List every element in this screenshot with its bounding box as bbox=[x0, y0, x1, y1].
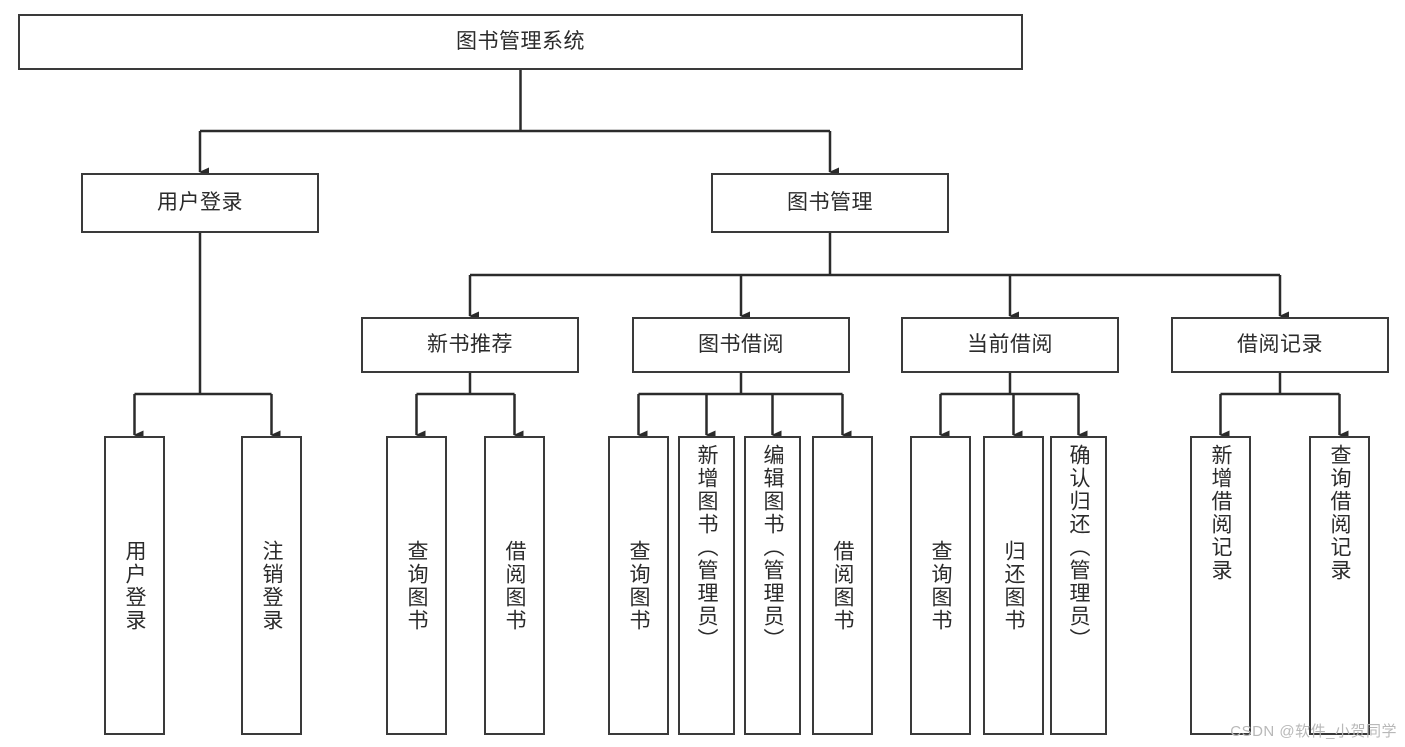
node-label: 用户登录 bbox=[123, 539, 146, 632]
node-leaf-user-login[interactable]: 用户登录 bbox=[104, 436, 165, 735]
node-leaf-borrow-query[interactable]: 查询图书 bbox=[608, 436, 669, 735]
node-label: 查询图书 bbox=[627, 539, 650, 632]
node-label: 用户登录 bbox=[157, 190, 243, 214]
node-label: 查询图书 bbox=[405, 539, 428, 632]
node-root[interactable]: 图书管理系统 bbox=[18, 14, 1023, 70]
node-leaf-rec-add[interactable]: 新增借阅记录 bbox=[1190, 436, 1251, 735]
node-leaf-cur-query[interactable]: 查询图书 bbox=[910, 436, 971, 735]
node-label: 借阅图书 bbox=[831, 539, 854, 632]
node-label: 查询图书 bbox=[929, 539, 952, 632]
node-book-borrow[interactable]: 图书借阅 bbox=[632, 317, 850, 373]
node-label: 新增借阅记录 bbox=[1209, 444, 1232, 582]
edges bbox=[133, 70, 1349, 440]
node-label: 查询借阅记录 bbox=[1328, 444, 1351, 582]
node-label: 新书推荐 bbox=[427, 332, 513, 356]
node-label: 图书借阅 bbox=[698, 332, 784, 356]
node-label: 确认归还（管理员） bbox=[1067, 444, 1090, 651]
node-label: 新增图书（管理员） bbox=[695, 444, 718, 651]
node-leaf-rec-borrow[interactable]: 借阅图书 bbox=[484, 436, 545, 735]
watermark: CSDN @软件_小贺同学 bbox=[1230, 723, 1397, 740]
node-leaf-borrow-add[interactable]: 新增图书（管理员） bbox=[678, 436, 735, 735]
node-borrow-record[interactable]: 借阅记录 bbox=[1171, 317, 1389, 373]
node-label: 当前借阅 bbox=[967, 332, 1053, 356]
node-leaf-rec-query2[interactable]: 查询借阅记录 bbox=[1309, 436, 1370, 735]
node-leaf-rec-query[interactable]: 查询图书 bbox=[386, 436, 447, 735]
node-label: 图书管理 bbox=[787, 190, 873, 214]
node-label: 注销登录 bbox=[260, 539, 283, 632]
node-new-book-rec[interactable]: 新书推荐 bbox=[361, 317, 579, 373]
node-leaf-cur-confirm[interactable]: 确认归还（管理员） bbox=[1050, 436, 1107, 735]
node-current-borrow[interactable]: 当前借阅 bbox=[901, 317, 1119, 373]
node-user-login[interactable]: 用户登录 bbox=[81, 173, 319, 233]
node-leaf-borrow-lend[interactable]: 借阅图书 bbox=[812, 436, 873, 735]
node-leaf-borrow-edit[interactable]: 编辑图书（管理员） bbox=[744, 436, 801, 735]
node-label: 借阅图书 bbox=[503, 539, 526, 632]
node-book-manage[interactable]: 图书管理 bbox=[711, 173, 949, 233]
node-leaf-user-logout[interactable]: 注销登录 bbox=[241, 436, 302, 735]
node-label: 编辑图书（管理员） bbox=[761, 444, 784, 651]
node-label: 图书管理系统 bbox=[456, 29, 585, 53]
node-label: 借阅记录 bbox=[1237, 332, 1323, 356]
node-leaf-cur-return[interactable]: 归还图书 bbox=[983, 436, 1044, 735]
node-label: 归还图书 bbox=[1002, 539, 1025, 632]
